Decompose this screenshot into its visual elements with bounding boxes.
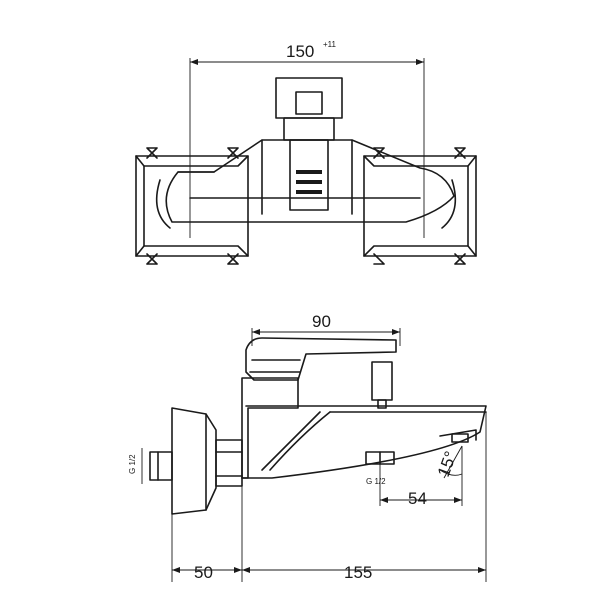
inlet-thread-label-right: G 1/2: [366, 477, 386, 486]
top-view: 150 +11: [135, 40, 477, 265]
side-nut: [215, 439, 243, 487]
dimension-150-tolerance: +11: [323, 40, 337, 49]
side-wall-flange: [171, 407, 217, 515]
dimension-54: 54: [379, 446, 463, 508]
dimension-50-label: 50: [194, 563, 213, 582]
right-escutcheon: [363, 147, 477, 265]
side-lever: [245, 337, 397, 381]
dimension-155-label: 155: [344, 563, 372, 582]
dimension-bottom: 50 155: [171, 412, 487, 582]
inlet-thread-label-left: G 1/2: [128, 454, 137, 474]
top-body: [165, 139, 455, 223]
side-diverter: [365, 361, 395, 465]
left-escutcheon: [135, 147, 249, 265]
dimension-54-label: 54: [408, 489, 427, 508]
angle-15-label: 15°: [434, 449, 461, 480]
dimension-90-label: 90: [312, 312, 331, 331]
side-inlet-pipe: [141, 448, 173, 484]
dimension-15-degree: 15°: [434, 445, 463, 480]
dimension-150-label: 150: [286, 42, 314, 61]
side-view: 90 G 1/2 G 1/2 54 15°: [128, 312, 487, 582]
top-lever: [275, 77, 343, 211]
dimension-90: 90: [251, 312, 401, 346]
dimension-150: 150 +11: [189, 40, 425, 238]
